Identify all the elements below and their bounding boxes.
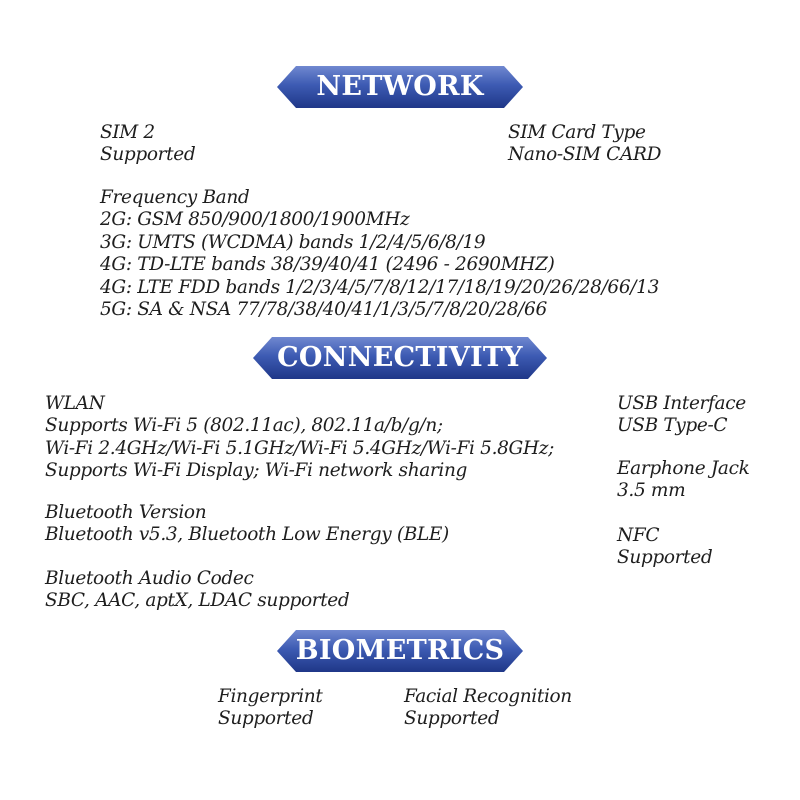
fingerprint-label: Fingerprint [218, 686, 323, 707]
wlan-line: Supports Wi-Fi 5 (802.11ac), 802.11a/b/g… [45, 415, 443, 437]
frequency-band-label: Frequency Band [100, 187, 250, 208]
biometrics-title: BIOMETRICS [295, 635, 505, 666]
connectivity-title: CONNECTIVITY [277, 342, 523, 373]
frequency-band-line: 4G: TD-LTE bands 38/39/40/41 (2496 - 269… [100, 254, 555, 276]
wlan-spec: WLAN Supports Wi-Fi 5 (802.11ac), 802.11… [45, 393, 554, 483]
wlan-line: Supports Wi-Fi Display; Wi-Fi network sh… [45, 460, 468, 482]
nfc-spec: NFC Supported [617, 525, 713, 570]
earphone-jack-value: 3.5 mm [617, 480, 686, 502]
fingerprint-spec: Fingerprint Supported [218, 686, 323, 731]
connectivity-banner-shape [253, 337, 547, 379]
biometrics-banner-shape [277, 630, 523, 672]
network-banner: NETWORK [0, 64, 800, 110]
facial-recognition-spec: Facial Recognition Supported [404, 686, 572, 731]
sim-card-type-value: Nano-SIM CARD [508, 144, 662, 166]
wlan-line: Wi-Fi 2.4GHz/Wi-Fi 5.1GHz/Wi-Fi 5.4GHz/W… [45, 437, 555, 459]
usb-interface-spec: USB Interface USB Type-C [617, 393, 746, 438]
sim-card-type-label: SIM Card Type [508, 122, 646, 143]
facial-recognition-label: Facial Recognition [404, 686, 572, 707]
frequency-band-line: 3G: UMTS (WCDMA) bands 1/2/4/5/6/8/19 [100, 231, 486, 253]
earphone-jack-spec: Earphone Jack 3.5 mm [617, 458, 750, 503]
sim-value: Supported [100, 144, 196, 166]
bluetooth-version-label: Bluetooth Version [45, 502, 207, 523]
usb-interface-label: USB Interface [617, 393, 746, 414]
nfc-label: NFC [617, 525, 660, 546]
usb-interface-value: USB Type-C [617, 415, 728, 437]
frequency-band-spec: Frequency Band 2G: GSM 850/900/1800/1900… [100, 187, 659, 321]
network-banner-shape [277, 66, 523, 108]
bluetooth-codec-value: SBC, AAC, aptX, LDAC supported [45, 590, 350, 612]
sim-card-type-spec: SIM Card Type Nano-SIM CARD [508, 122, 661, 167]
bluetooth-codec-label: Bluetooth Audio Codec [45, 568, 254, 589]
sim-spec: SIM 2 Supported [100, 122, 196, 167]
facial-recognition-value: Supported [404, 708, 500, 730]
biometrics-banner: BIOMETRICS [0, 628, 800, 674]
frequency-band-line: 5G: SA & NSA 77/78/38/40/41/1/3/5/7/8/20… [100, 298, 547, 320]
bluetooth-version-value: Bluetooth v5.3, Bluetooth Low Energy (BL… [45, 524, 449, 546]
bluetooth-codec-spec: Bluetooth Audio Codec SBC, AAC, aptX, LD… [45, 568, 350, 613]
sim-label: SIM 2 [100, 122, 155, 143]
bluetooth-version-spec: Bluetooth Version Bluetooth v5.3, Blueto… [45, 502, 449, 547]
nfc-value: Supported [617, 547, 713, 569]
earphone-jack-label: Earphone Jack [617, 458, 750, 479]
wlan-label: WLAN [45, 393, 105, 414]
network-title: NETWORK [316, 71, 484, 102]
fingerprint-value: Supported [218, 708, 314, 730]
frequency-band-line: 2G: GSM 850/900/1800/1900MHz [100, 209, 410, 231]
frequency-band-line: 4G: LTE FDD bands 1/2/3/4/5/7/8/12/17/18… [100, 276, 659, 298]
connectivity-banner: CONNECTIVITY [0, 335, 800, 381]
